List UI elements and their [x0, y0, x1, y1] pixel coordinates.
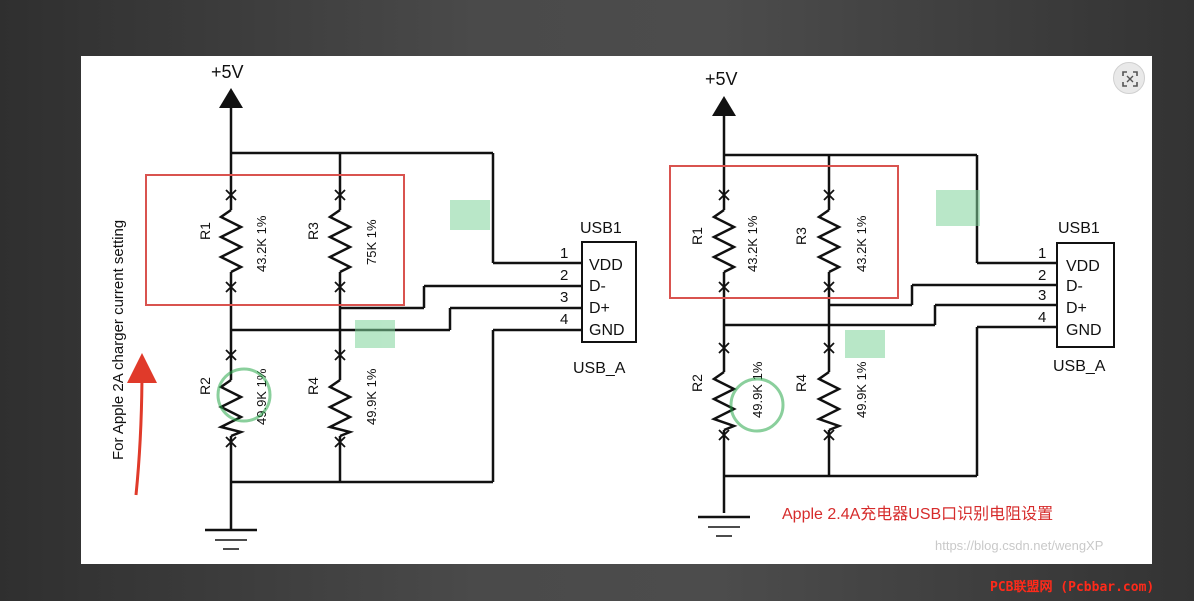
left-supply-label: +5V [211, 62, 244, 82]
right-supply-label: +5V [705, 69, 738, 89]
left-supply-arrow-icon [219, 88, 243, 108]
left-pin2-num: 2 [560, 267, 568, 284]
left-r1-value: 43.2K 1% [254, 215, 269, 272]
left-r2-ref: R2 [197, 377, 213, 395]
right-r3-value: 43.2K 1% [854, 215, 869, 272]
left-r1-ref: R1 [197, 222, 213, 240]
right-supply-arrow-icon [712, 96, 736, 116]
right-highlight-box [669, 165, 899, 299]
left-pin4-name: GND [589, 322, 625, 339]
expand-button[interactable] [1113, 62, 1145, 94]
left-pin1-num: 1 [560, 245, 568, 262]
right-r4-value: 49.9K 1% [854, 361, 869, 418]
right-r1-value: 43.2K 1% [745, 215, 760, 272]
right-connector-ref: USB1 [1058, 220, 1100, 237]
left-connector-box [581, 241, 637, 343]
expand-icon [1122, 71, 1138, 87]
right-pin4-num: 4 [1038, 309, 1046, 326]
csdn-watermark: https://blog.csdn.net/wengXP [935, 538, 1103, 553]
right-caption: Apple 2.4A充电器USB口识别电阻设置 [782, 505, 1053, 523]
right-pin4-name: GND [1066, 322, 1102, 339]
left-highlight-box [145, 174, 405, 306]
left-schematic [145, 88, 637, 550]
right-r4-ref: R4 [793, 374, 809, 392]
footer-brand: PCB联盟网 (Pcbbar.com) [990, 580, 1155, 595]
left-r4-ref: R4 [305, 377, 321, 395]
left-pin4-num: 4 [560, 311, 568, 328]
side-note: For Apple 2A charger current setting [110, 220, 127, 460]
left-connector-type: USB_A [573, 360, 626, 377]
right-r3-ref: R3 [793, 227, 809, 245]
right-pin2-name: D- [1066, 278, 1083, 295]
left-pin1-name: VDD [589, 257, 623, 274]
right-r2-ref: R2 [689, 374, 705, 392]
left-pin2-name: D- [589, 278, 606, 295]
left-r3-value: 75K 1% [364, 219, 379, 265]
left-watermark-stamp [216, 200, 490, 423]
right-pin2-num: 2 [1038, 267, 1046, 284]
left-pin3-num: 3 [560, 289, 568, 306]
right-r1-ref: R1 [689, 227, 705, 245]
right-schematic [669, 96, 1115, 537]
left-pin3-name: D+ [589, 300, 610, 317]
right-watermark-stamp [729, 190, 980, 433]
right-pin1-num: 1 [1038, 245, 1046, 262]
right-connector-type: USB_A [1053, 358, 1106, 375]
left-r3-ref: R3 [305, 222, 321, 240]
right-pin1-name: VDD [1066, 258, 1100, 275]
right-pin3-num: 3 [1038, 287, 1046, 304]
right-pin3-name: D+ [1066, 300, 1087, 317]
schematic-sheet [81, 56, 1152, 564]
right-r2-value: 49.9K 1% [750, 361, 765, 418]
right-connector-box [1056, 242, 1115, 348]
left-r4-value: 49.9K 1% [364, 368, 379, 425]
left-connector-ref: USB1 [580, 220, 622, 237]
side-note-arrow-icon [126, 353, 157, 496]
